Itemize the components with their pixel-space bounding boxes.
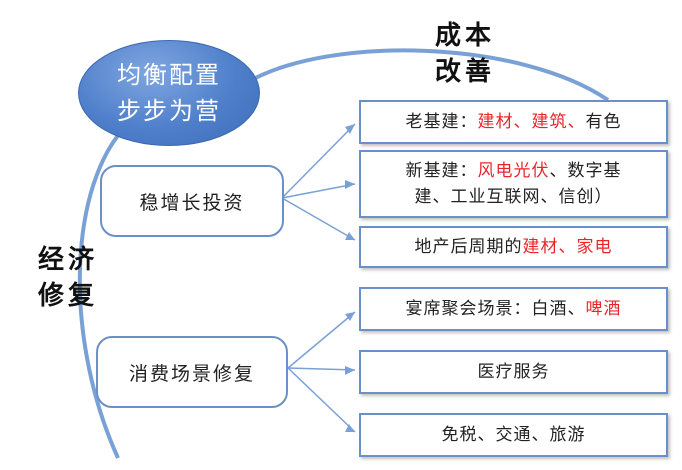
label-cost-improve: 成本 改善 [435, 18, 495, 90]
leaf-banquet-scene: 宴席聚会场景：白酒、啤酒 [359, 287, 668, 331]
connector-consumption-banquet [287, 311, 356, 369]
arrowhead [345, 312, 355, 321]
leaf-property-highlight: 建材、家电 [522, 237, 613, 257]
center-line-1: 均衡配置 [117, 61, 221, 89]
top-arc [247, 48, 610, 102]
leaf-property-cycle: 地产后周期的建材、家电 [359, 226, 668, 268]
label-top-line-1: 成本 [435, 21, 496, 51]
hub-growth-investment: 稳增长投资 [100, 165, 284, 237]
leaf-banquet-prefix: 宴席聚会场景：白酒、 [405, 299, 586, 319]
leaf-old-suffix: 有色 [585, 112, 622, 132]
center-node: 均衡配置 步步为营 [78, 40, 260, 146]
hub-consumption-recovery: 消费场景修复 [96, 336, 288, 408]
connector-consumption-medical [287, 367, 356, 371]
connector-growth-new [281, 183, 356, 199]
leaf-new-line2: 建、工业互联网、信创） [414, 187, 613, 207]
arrowhead [345, 366, 355, 375]
leaf-old-prefix: 老基建： [405, 112, 478, 132]
leaf-new-prefix: 新基建： [405, 161, 478, 181]
label-top-line-2: 改善 [435, 57, 496, 87]
arrowhead [345, 124, 355, 134]
leaf-medical-services: 医疗服务 [359, 350, 668, 394]
leaf-travel: 免税、交通、旅游 [359, 413, 668, 457]
leaf-property-prefix: 地产后周期的 [414, 237, 523, 257]
arrowhead [345, 180, 355, 189]
hub-consumption-label: 消费场景修复 [128, 362, 255, 385]
leaf-banquet-highlight: 啤酒 [585, 299, 622, 319]
center-line-2: 步步为营 [117, 97, 221, 125]
connector-consumption-travel [287, 367, 356, 433]
connector-growth-property [281, 197, 356, 241]
leaf-medical-text: 医疗服务 [477, 362, 550, 382]
leaf-new-highlight: 风电光伏 [477, 161, 550, 181]
label-economic-recovery: 经济 修复 [38, 242, 98, 314]
leaf-travel-text: 免税、交通、旅游 [441, 425, 586, 445]
connector-growth-old [281, 123, 356, 199]
leaf-old-infrastructure: 老基建：建材、建筑、有色 [359, 100, 668, 144]
arrowhead [345, 232, 355, 240]
hub-growth-label: 稳增长投资 [139, 191, 245, 214]
leaf-old-highlight: 建材、建筑、 [477, 112, 586, 132]
label-left-line-1: 经济 [38, 245, 99, 275]
left-arc [77, 116, 137, 459]
label-left-line-2: 修复 [38, 281, 99, 311]
leaf-new-infrastructure: 新基建：风电光伏、数字基 建、工业互联网、信创） [359, 150, 668, 218]
arrowhead [345, 424, 355, 432]
leaf-new-suffix: 、数字基 [549, 161, 622, 181]
